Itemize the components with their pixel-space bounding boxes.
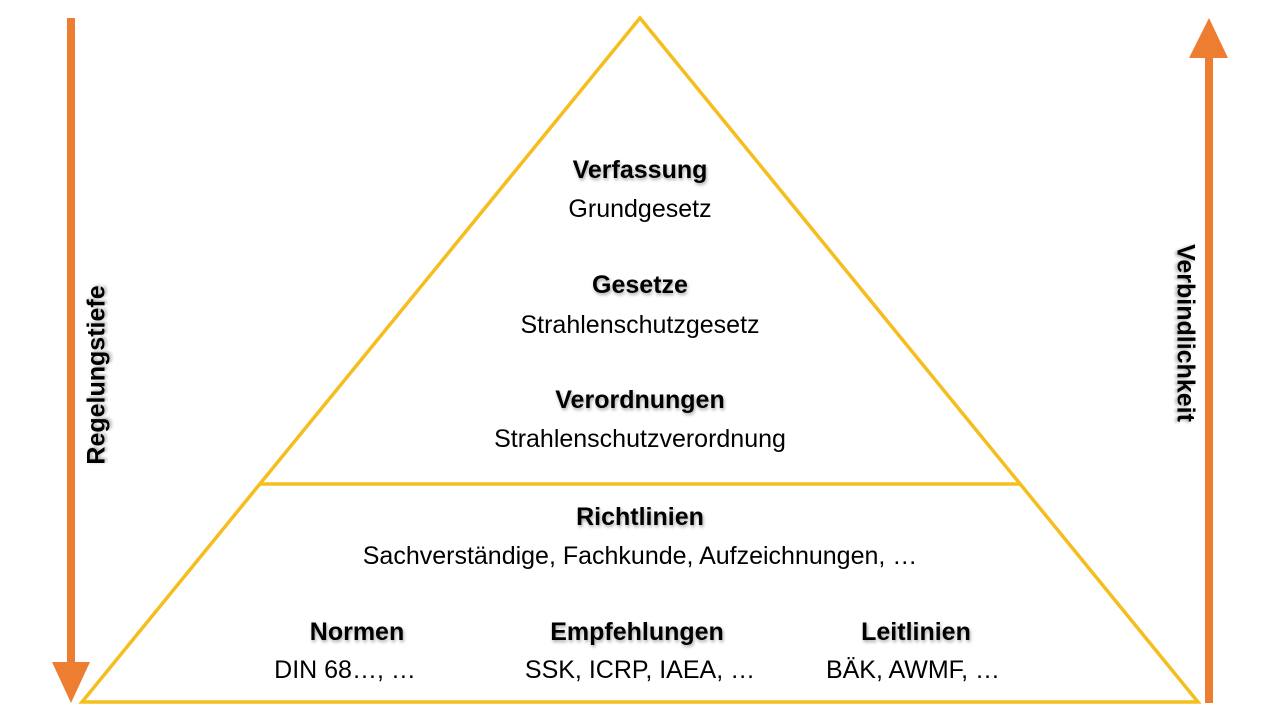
base-example-empfehlungen: SSK, ICRP, IAEA, … <box>524 656 756 684</box>
right-arrow-shaft <box>1205 55 1213 703</box>
left-arrow-shaft <box>67 18 75 666</box>
base-title-leitlinien: Leitlinien <box>861 618 971 646</box>
level-title-richtlinien: Richtlinien <box>576 503 704 531</box>
level-example-richtlinien: Sachverständige, Fachkunde, Aufzeichnung… <box>362 542 918 570</box>
right-axis-label: Verbindlichkeit <box>1171 244 1200 422</box>
level-example-strahlenschutzverordnung: Strahlenschutzverordnung <box>494 425 786 453</box>
left-axis-label: Regelungstiefe <box>82 285 111 465</box>
base-example-leitlinien: BÄK, AWMF, … <box>825 656 1001 684</box>
level-title-gesetze: Gesetze <box>592 271 688 299</box>
base-title-normen: Normen <box>309 618 405 646</box>
level-title-verordnungen: Verordnungen <box>555 386 725 414</box>
base-example-normen: DIN 68…, … <box>274 656 416 684</box>
left-arrow-head <box>52 662 90 703</box>
level-example-strahlenschutzgesetz: Strahlenschutzgesetz <box>520 311 760 339</box>
pyramid-outline <box>78 15 1202 704</box>
level-example-grundgesetz: Grundgesetz <box>568 195 712 223</box>
right-arrow-head <box>1189 18 1228 58</box>
level-title-verfassung: Verfassung <box>572 156 708 184</box>
base-title-empfehlungen: Empfehlungen <box>550 618 724 646</box>
